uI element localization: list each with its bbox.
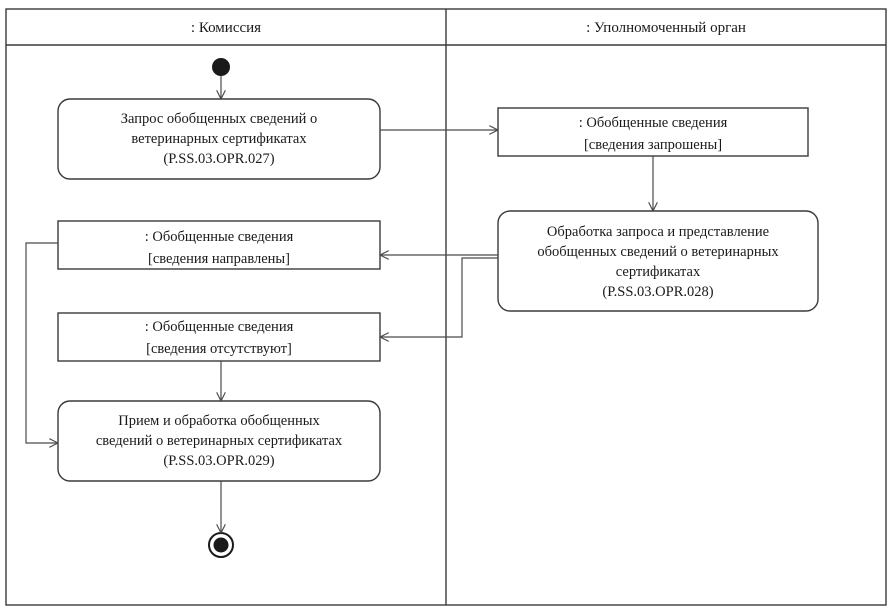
action-request-line-1: Запрос обобщенных сведений о xyxy=(121,111,318,127)
lane-title-authorized-body: : Уполномоченный орган xyxy=(586,20,746,36)
action-receive-line-1: Прием и обработка обобщенных xyxy=(118,413,320,429)
object-requested-state: [сведения запрошены] xyxy=(584,137,722,153)
object-summary-sent: : Обобщенные сведения [сведения направле… xyxy=(57,220,381,270)
action-receive-code: (P.SS.03.OPR.029) xyxy=(163,453,274,469)
object-absent-state: [сведения отсутствуют] xyxy=(146,341,292,357)
action-process-line-2: обобщенных сведений о ветеринарных xyxy=(537,244,779,260)
action-process-line-3: сертификатах xyxy=(616,264,701,280)
action-process-code: (P.SS.03.OPR.028) xyxy=(602,284,713,300)
edge-object-sent-to-receive xyxy=(25,242,58,443)
action-request-line-2: ветеринарных сертификатах xyxy=(131,131,307,147)
object-sent-line-1: : Обобщенные сведения xyxy=(145,229,294,245)
initial-node xyxy=(212,58,230,76)
edge-processing-to-object-absent xyxy=(380,257,498,337)
action-receive-line-2: сведений о ветеринарных сертификатах xyxy=(96,433,343,449)
object-requested-line-1: : Обобщенные сведения xyxy=(579,115,728,131)
final-node xyxy=(208,532,234,558)
swimlane-frame xyxy=(5,8,887,606)
object-summary-requested: : Обобщенные сведения [сведения запрошен… xyxy=(497,107,809,157)
lane-title-commission: : Комиссия xyxy=(191,20,261,36)
object-summary-absent: : Обобщенные сведения [сведения отсутств… xyxy=(57,312,381,362)
object-absent-line-1: : Обобщенные сведения xyxy=(145,319,294,335)
object-sent-state: [сведения направлены] xyxy=(148,251,290,267)
action-receive-summary: Прием и обработка обобщенных сведений о … xyxy=(57,400,381,482)
action-request-summary: Запрос обобщенных сведений о ветеринарны… xyxy=(57,98,381,180)
action-request-code: (P.SS.03.OPR.027) xyxy=(163,151,274,167)
action-process-request: Обработка запроса и представление обобще… xyxy=(497,210,819,312)
action-process-line-1: Обработка запроса и представление xyxy=(547,224,769,240)
